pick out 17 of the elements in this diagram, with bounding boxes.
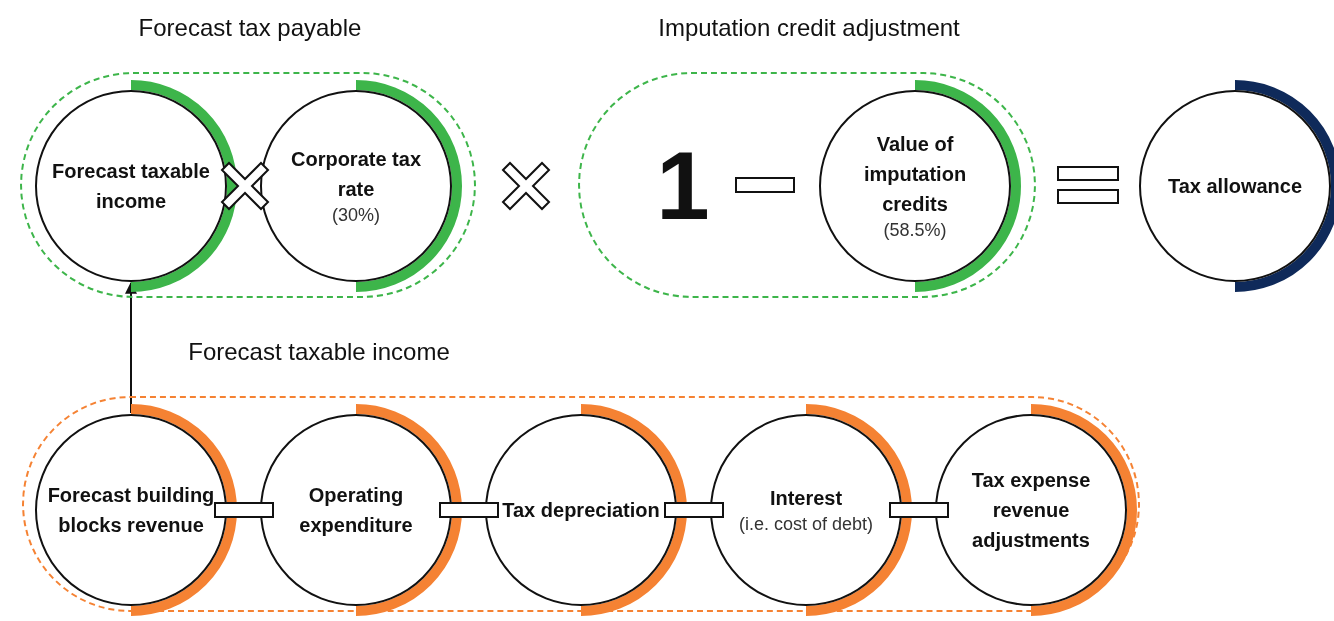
node-title: Value of imputation credits (862, 132, 968, 218)
node-value: (58.5%) (883, 219, 947, 243)
node-title: Tax depreciation (501, 498, 661, 523)
node-value: (30%) (332, 204, 380, 228)
numeral: 1 (656, 138, 710, 234)
node-title: Tax expense revenue adjustments (970, 468, 1092, 553)
group-heading: Imputation credit adjustment (657, 14, 961, 42)
arrow (125, 281, 137, 414)
node-title: Corporate tax rate (290, 147, 422, 203)
node-title: Forecast building blocks revenue (46, 483, 216, 538)
node-value: (i.e. cost of debt) (738, 513, 874, 537)
node-title: Tax allowance (1166, 174, 1304, 199)
node-title: Interest (768, 486, 844, 512)
node-title: Forecast taxable income (51, 159, 211, 214)
node-title: Operating expenditure (298, 483, 414, 538)
group-heading: Forecast tax payable (137, 14, 363, 42)
group-heading: Forecast taxable income (187, 338, 451, 366)
